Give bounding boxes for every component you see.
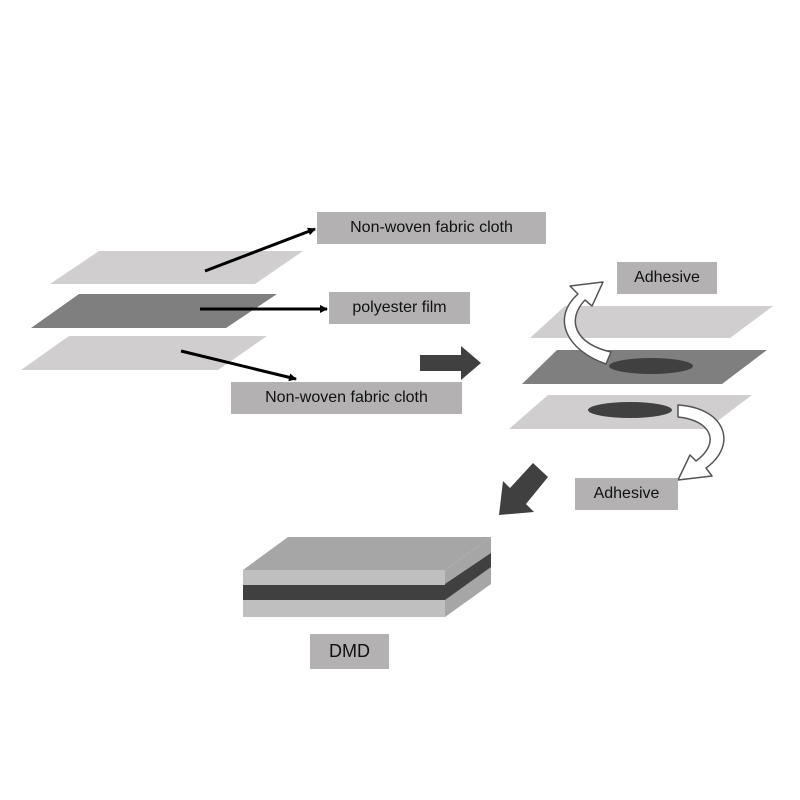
- adhesive-spot-bottom: [588, 402, 672, 418]
- dmd-front-top-layer: [243, 570, 445, 585]
- polyester-film-layer: [31, 294, 277, 328]
- label-dmd: DMD: [310, 634, 389, 669]
- dmd-top-face: [243, 537, 491, 570]
- right-nonwoven-layer-top: [530, 306, 773, 338]
- process-arrow-right: [420, 346, 481, 380]
- dmd-front-film-layer: [243, 585, 445, 600]
- curved-arrow-adhesive-bottom-icon: [677, 404, 725, 481]
- dmd-side-film-stripe: [445, 553, 491, 600]
- curved-arrow-adhesive-top-icon: [563, 281, 612, 365]
- leader-line-nonwoven-top: [204, 227, 316, 273]
- nonwoven-layer-bottom: [21, 336, 267, 370]
- label-nonwoven-fabric-top: Non-woven fabric cloth: [317, 212, 546, 244]
- leader-line-nonwoven-bottom: [180, 349, 297, 382]
- label-polyester-film: polyester film: [329, 292, 470, 324]
- nonwoven-layer-top: [50, 251, 303, 284]
- label-adhesive-top: Adhesive: [617, 262, 717, 294]
- dmd-front-bottom-layer: [243, 600, 445, 617]
- label-nonwoven-fabric-bottom: Non-woven fabric cloth: [231, 382, 462, 414]
- adhesive-spot-top: [609, 358, 693, 374]
- label-adhesive-bottom: Adhesive: [575, 478, 678, 510]
- process-arrow-down-left: [499, 463, 548, 515]
